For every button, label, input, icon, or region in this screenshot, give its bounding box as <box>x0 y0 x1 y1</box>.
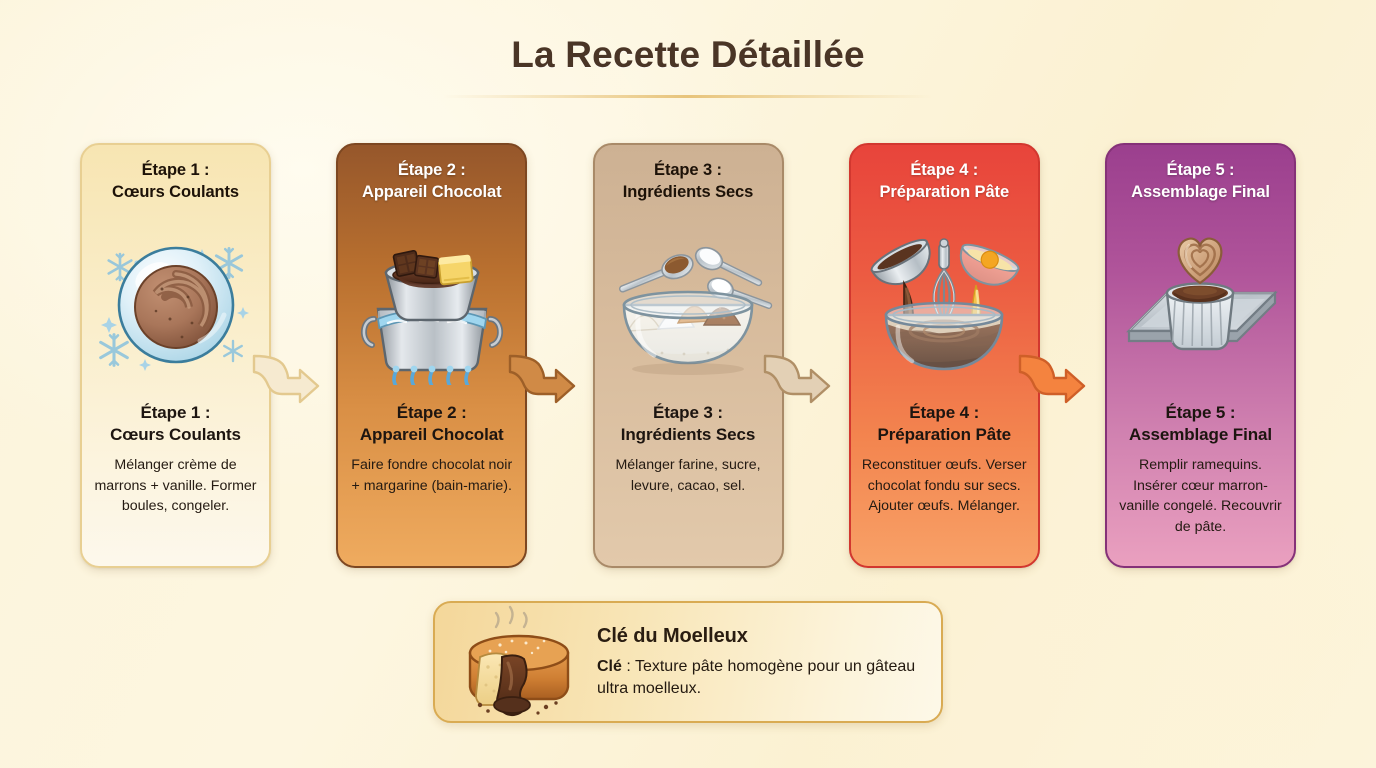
step-card-5[interactable]: Étape 5 : Assemblage Final <box>1105 143 1296 568</box>
title-underline <box>443 95 933 98</box>
molten-lava-cake-icon <box>449 604 589 720</box>
step-card-5-surface <box>1105 143 1296 568</box>
step-card-5-title: Étape 5 : Assemblage Final <box>1129 402 1272 444</box>
step-card-2-title: Étape 2 : Appareil Chocolat <box>359 402 504 444</box>
step-card-3-description: Mélanger farine, sucre, levure, cacao, s… <box>615 457 761 494</box>
recipe-steps-row: Étape 1 : Cœurs Coulants <box>80 143 1296 568</box>
ramekin-on-tray-heart-icon <box>1111 218 1291 386</box>
step-card-4-title: Étape 4 : Préparation Pâte <box>877 402 1011 444</box>
step-card-3-title: Étape 3 : Ingrédients Secs <box>620 402 756 444</box>
step-card-5-header: Étape 5 : Assemblage Final <box>1131 161 1270 201</box>
page-header: La Recette Détaillée <box>0 34 1376 98</box>
callout-separator: : <box>621 657 635 675</box>
callout-label: Clé <box>597 657 622 675</box>
dry-ingredients-bowl-icon <box>598 218 778 386</box>
step-card-3-header: Étape 3 : Ingrédients Secs <box>622 161 754 201</box>
step-card-4[interactable]: Étape 4 : Préparation Pâte <box>848 143 1040 568</box>
step-card-1[interactable]: Étape 1 : Cœurs Coulants <box>80 143 271 568</box>
step-card-1-title: Étape 1 : Cœurs Coulants <box>110 402 241 444</box>
callout-body: Clé : Texture pâte homogène pour un gâte… <box>597 656 923 699</box>
key-tip-callout[interactable]: Clé du Moelleux Clé : Texture pâte homog… <box>433 601 943 723</box>
batter-mixing-bowl-whisk-icon <box>854 218 1034 386</box>
step-card-1-description: Mélanger crème de marrons + vanille. For… <box>94 457 257 515</box>
page-title: La Recette Détaillée <box>511 34 865 75</box>
step-card-2-description: Faire fondre chocolat noir + margarine (… <box>351 457 513 494</box>
step-card-3[interactable]: Étape 3 : Ingrédients Secs <box>592 143 784 568</box>
step-card-2-header: Étape 2 : Appareil Chocolat <box>362 161 502 201</box>
double-boiler-melting-chocolate-icon <box>342 218 522 386</box>
step-card-4-header: Étape 4 : Préparation Pâte <box>879 161 1010 201</box>
frozen-chestnut-cream-ball-icon <box>86 218 266 386</box>
step-card-4-description: Reconstituer œufs. Verser chocolat fondu… <box>861 457 1027 515</box>
step-card-1-header: Étape 1 : Cœurs Coulants <box>112 161 239 201</box>
step-card-5-description: Remplir ramequins. Insérer cœur marron-v… <box>1119 457 1282 535</box>
callout-text: Texture pâte homogène pour un gâteau ult… <box>597 657 916 697</box>
callout-heading: Clé du Moelleux <box>597 624 748 647</box>
step-card-2[interactable]: Étape 2 : Appareil Chocolat <box>336 143 528 568</box>
